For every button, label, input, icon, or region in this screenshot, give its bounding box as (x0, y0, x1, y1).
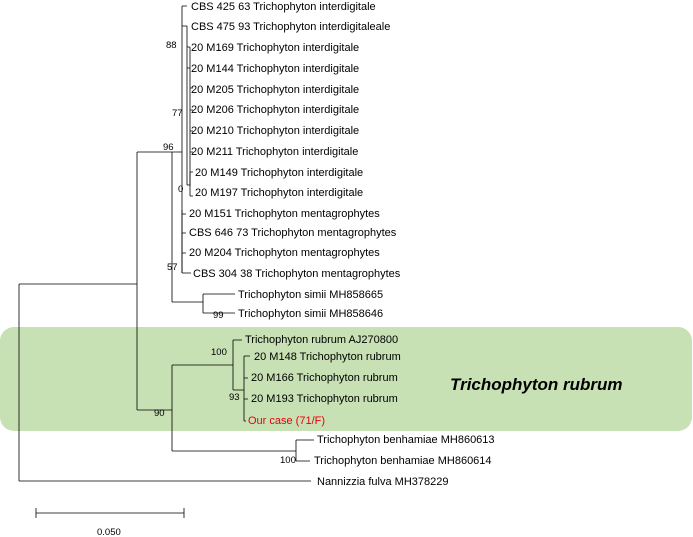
bootstrap-value: 57 (167, 262, 178, 273)
leaf-label: 20 M149 Trichophyton interdigitale (195, 167, 363, 179)
leaf-label: 20 M166 Trichophyton rubrum (251, 372, 398, 384)
leaf-label: CBS 425 63 Trichophyton interdigitale (191, 1, 376, 13)
leaf-labels: CBS 425 63 Trichophyton interdigitale CB… (189, 1, 495, 488)
bootstrap-value: 100 (280, 455, 296, 466)
branch-node-a (136, 151, 172, 411)
branch-node-j (243, 355, 250, 422)
leaf-label: Trichophyton benhamiae MH860614 (314, 455, 492, 467)
leaf-label: Trichophyton rubrum AJ270800 (245, 334, 398, 346)
bootstrap-value: 93 (229, 392, 240, 403)
clade-label: Trichophyton rubrum (450, 375, 623, 394)
leaf-label: CBS 475 93 Trichophyton interdigitaleale (191, 21, 390, 33)
rubrum-clade-highlight (0, 327, 692, 431)
branch-root (18, 283, 311, 482)
branch-node-h (171, 364, 296, 452)
leaf-label: 20 M211 Trichophyton interdigitale (191, 146, 358, 158)
scale-bar-label: 0.050 (97, 527, 121, 537)
leaf-label-our-case: Our case (71/F) (248, 415, 325, 427)
bootstrap-value: 0 (178, 184, 183, 195)
leaf-label: 20 M197 Trichophyton interdigitale (195, 187, 363, 199)
leaf-label: 20 M151 Trichophyton mentagrophytes (189, 208, 380, 220)
leaf-label: Trichophyton simii MH858646 (238, 308, 383, 320)
branch-node-f (189, 47, 193, 185)
branch-simii (202, 293, 235, 314)
leaf-label: 20 M169 Trichophyton interdigitale (191, 42, 359, 54)
leaf-label: 20 M210 Trichophyton interdigitale (191, 125, 359, 137)
leaf-label: 20 M144 Trichophyton interdigitale (191, 63, 359, 75)
leaf-label: 20 M205 Trichophyton interdigitale (191, 84, 359, 96)
branch-node-b (171, 151, 203, 303)
leaf-label: CBS 304 38 Trichophyton mentagrophytes (193, 268, 401, 280)
tree-branches (18, 5, 314, 482)
bootstrap-value: 99 (213, 310, 224, 321)
bootstrap-value: 88 (166, 40, 177, 51)
leaf-label: Trichophyton benhamiae MH860613 (317, 434, 495, 446)
branch-node-g (189, 171, 193, 197)
leaf-label: 20 M148 Trichophyton rubrum (254, 351, 401, 363)
leaf-label: 20 M204 Trichophyton mentagrophytes (189, 247, 380, 259)
scale-bar: 0.050 (35, 508, 185, 537)
branch-node-e (186, 26, 190, 186)
branch-node-c (181, 5, 191, 274)
leaf-label: 20 M193 Trichophyton rubrum (251, 393, 398, 405)
leaf-label: 20 M206 Trichophyton interdigitale (191, 104, 359, 116)
bootstrap-value: 77 (172, 108, 183, 119)
leaf-label: CBS 646 73 Trichophyton mentagrophytes (189, 227, 397, 239)
bootstrap-value: 100 (211, 347, 227, 358)
bootstrap-value: 96 (163, 142, 174, 153)
branch-benhamiae (295, 439, 314, 462)
bootstrap-value: 90 (154, 408, 165, 419)
scale-bar-line (35, 508, 185, 518)
branch-node-i (232, 339, 244, 391)
leaf-label: Nannizzia fulva MH378229 (317, 476, 448, 488)
branch-node-d (181, 210, 186, 273)
bootstrap-values: 88 77 0 57 99 96 100 93 90 100 (154, 40, 296, 466)
leaf-label: Trichophyton simii MH858665 (238, 289, 383, 301)
